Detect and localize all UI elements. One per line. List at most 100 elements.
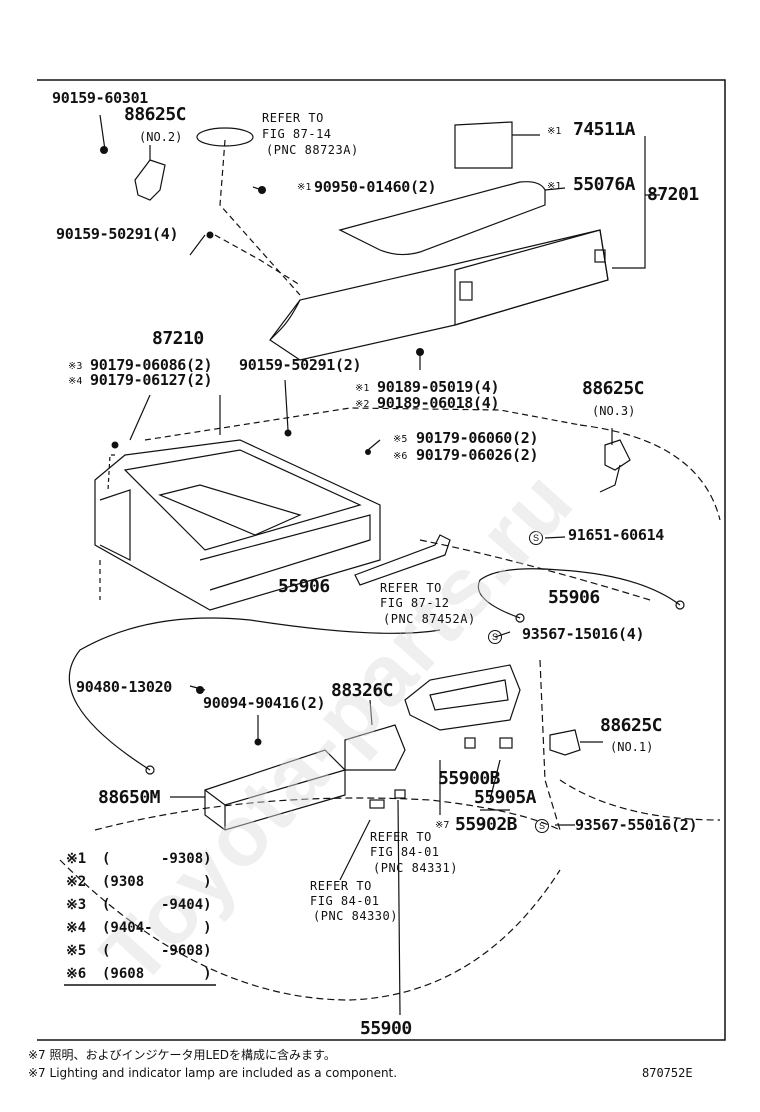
washer-90179-06060 [365, 449, 371, 455]
legend-range-4: (9404- ) [102, 920, 212, 936]
svg-text:S: S [492, 632, 498, 642]
mark-7: ※7 [435, 820, 450, 831]
cable-55906-left [68, 617, 441, 771]
mark-1d: ※1 [355, 383, 370, 394]
mark-4: ※4 [68, 376, 83, 387]
frame-87210 [94, 439, 381, 611]
bracket-87452a [354, 534, 451, 586]
legend-mark-6: ※6 [66, 966, 87, 982]
label-55076a: 55076A [573, 174, 636, 195]
leader-87201 [612, 136, 646, 269]
label-55900b: 55900B [438, 768, 501, 789]
label-no2: (NO.2) [139, 130, 183, 144]
switch-body-55905a [404, 664, 521, 731]
legend-range-3: ( -9404) [102, 897, 212, 913]
bulb-socket-no1 [549, 729, 581, 756]
refer-87-14-line1: REFER TO [262, 111, 324, 125]
refer-84-01a-line1: REFER TO [370, 830, 432, 844]
label-no1: (NO.1) [610, 740, 654, 754]
label-55906-left: 55906 [278, 576, 330, 597]
label-74511a: 74511A [573, 119, 636, 140]
refer-87-14-pnc: (PNC 88723A) [266, 143, 359, 157]
bracket-88326c [344, 724, 406, 771]
footnote-en: ※7 Lighting and indicator lamp are inclu… [28, 1066, 398, 1080]
label-90179-06026: 90179-06026(2) [416, 446, 539, 464]
label-55900: 55900 [360, 1018, 412, 1039]
mark-1b: ※1 [297, 182, 312, 193]
label-93567-55016: 93567-55016(2) [575, 816, 698, 834]
label-no3: (NO.3) [592, 404, 636, 418]
mark-1a: ※1 [547, 126, 562, 137]
unit-88650m [204, 749, 346, 831]
label-88625c-top: 88625C [124, 104, 187, 125]
legend-mark-5: ※5 [66, 943, 87, 959]
refer-84-01a-line2: FIG 84-01 [370, 845, 440, 859]
label-91651-60614: 91651-60614 [568, 526, 665, 544]
legend-mark-3: ※3 [66, 897, 87, 913]
mark-1c: ※1 [547, 181, 562, 192]
mark-5: ※5 [393, 434, 408, 445]
refer-87-12-line2: FIG 87-12 [380, 596, 450, 610]
bulb-socket-no2 [134, 159, 166, 201]
label-90950-01460: 90950-01460(2) [314, 178, 437, 196]
label-55905a: 55905A [474, 787, 537, 808]
label-90159-50291-2: 90159-50291(2) [239, 356, 362, 374]
label-90094-90416: 90094-90416(2) [203, 694, 326, 712]
label-90159-50291-4: 90159-50291(4) [56, 225, 179, 243]
label-90179-06060: 90179-06060(2) [416, 429, 539, 447]
label-87210: 87210 [152, 328, 204, 349]
cable-55906-right [477, 568, 681, 619]
label-90189-05019: 90189-05019(4) [377, 378, 500, 396]
svg-text:S: S [539, 821, 545, 831]
figure-code: 870752E [642, 1066, 693, 1080]
label-90480-13020: 90480-13020 [76, 678, 173, 696]
label-88625c-low: 88625C [600, 715, 663, 736]
screw-90159-50291-2 [284, 429, 292, 437]
screw-90179-06086 [111, 441, 119, 449]
refer-84-01b-line2: FIG 84-01 [310, 894, 380, 908]
refer-87-12-pnc: (PNC 87452A) [383, 612, 476, 626]
cover-plate-74511a [454, 121, 513, 169]
screw-90094 [254, 738, 262, 746]
bulb-socket-no3 [604, 439, 631, 471]
s-marker-93567-2 [535, 819, 549, 833]
label-93567-15016: 93567-15016(4) [522, 625, 645, 643]
refer-87-14-line2: FIG 87-14 [262, 127, 332, 141]
screw-90159-50291 [206, 231, 214, 239]
s-marker-91651 [529, 531, 543, 545]
label-55902b: 55902B [455, 814, 518, 835]
legend-range-1: ( -9308) [102, 851, 212, 867]
lid-55076a [338, 181, 546, 256]
legend-mark-4: ※4 [66, 920, 87, 936]
legend-range-6: (9608 ) [102, 966, 212, 982]
svg-text:S: S [533, 533, 539, 543]
clip-90189 [416, 348, 424, 356]
mark-6: ※6 [393, 451, 408, 462]
refer-87-12-line1: REFER TO [380, 581, 442, 595]
legend-range-2: (9308 ) [102, 874, 212, 890]
refer-84-01b-pnc: (PNC 84330) [313, 909, 398, 923]
footnote-jp: ※7 照明、およびインジケータ用LEDを構成に含みます。 [28, 1048, 336, 1062]
legend-range-5: ( -9608) [102, 943, 212, 959]
label-88326c: 88326C [331, 680, 394, 701]
label-90179-06127: 90179-06127(2) [90, 371, 213, 389]
nut-90950 [258, 186, 266, 194]
refer-84-01a-pnc: (PNC 84331) [373, 861, 458, 875]
bolt-90159-60301 [100, 146, 108, 154]
s-marker-93567-4 [488, 630, 502, 644]
label-90159-60301: 90159-60301 [52, 89, 149, 107]
label-88650m: 88650M [98, 787, 161, 808]
legend-mark-1: ※1 [66, 851, 87, 867]
grommet-90480 [196, 686, 204, 694]
legend-mark-2: ※2 [66, 874, 87, 890]
label-88625c-mid: 88625C [582, 378, 645, 399]
label-90189-06018: 90189-06018(4) [377, 394, 500, 412]
label-87201: 87201 [647, 184, 699, 205]
label-55906-right: 55906 [548, 587, 600, 608]
label-90179-06086: 90179-06086(2) [90, 356, 213, 374]
diagram-frame [37, 79, 726, 1041]
mark-3: ※3 [68, 361, 83, 372]
refer-84-01b-line1: REFER TO [310, 879, 372, 893]
mark-2: ※2 [355, 399, 370, 410]
